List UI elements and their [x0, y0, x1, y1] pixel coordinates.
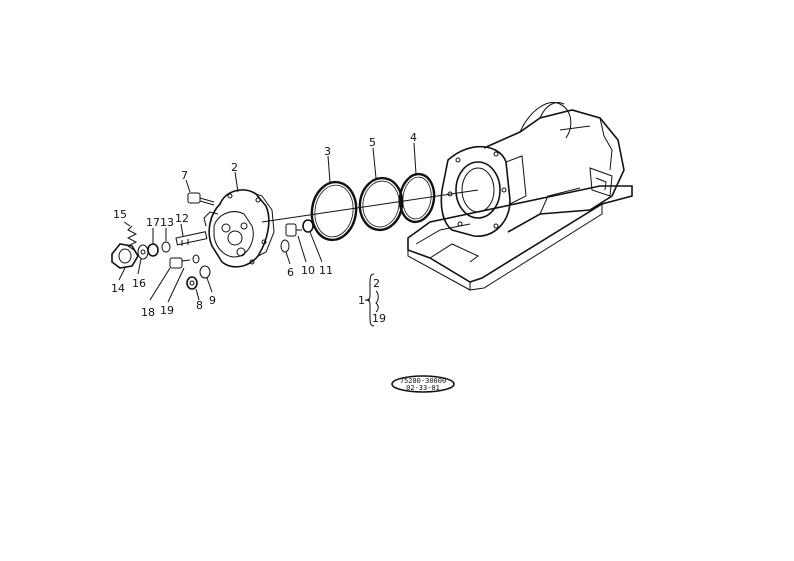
fitting-10 — [285, 223, 302, 237]
callout-4: 4 — [410, 131, 417, 144]
washer-17 — [147, 243, 159, 257]
callout-2: 2 — [231, 161, 238, 174]
callout-8: 8 — [196, 299, 203, 312]
callout-10: 10 — [301, 264, 315, 277]
callout-9: 9 — [209, 294, 216, 307]
callout-11: 11 — [319, 264, 333, 277]
o-ring-3 — [310, 180, 358, 242]
washer-16 — [137, 244, 149, 260]
reference-stamp: 75280-30000 02-33-01 — [391, 375, 455, 393]
washer-18 — [192, 254, 200, 264]
nut-8 — [186, 276, 198, 290]
assembly-label: 1 — [358, 294, 365, 307]
leader-lines — [118, 142, 417, 303]
callout-5: 5 — [369, 136, 376, 149]
assembly-axis-line — [261, 189, 479, 223]
callout-13: 13 — [160, 216, 174, 229]
callout-17: 17 — [146, 216, 160, 229]
pump-body — [203, 189, 275, 268]
plug-19 — [169, 257, 191, 269]
bolt-7 — [187, 192, 215, 206]
transmission-housing — [407, 102, 633, 291]
callout-labels: 2 3 5 4 7 15 17 13 12 14 16 18 19 8 9 6 … — [111, 131, 417, 319]
washer-11 — [302, 219, 314, 233]
assembly-last-item: 19 — [372, 312, 386, 325]
callout-6: 6 — [287, 266, 294, 279]
o-ring-5 — [358, 176, 404, 232]
reference-date: 02-33-01 — [406, 384, 440, 392]
assembly-first-item: 2 — [373, 277, 380, 290]
callout-14: 14 — [111, 282, 125, 295]
washer-9 — [199, 265, 211, 279]
seal-6 — [280, 239, 290, 253]
callout-12: 12 — [175, 212, 189, 225]
cap-14 — [111, 243, 139, 269]
callout-18: 18 — [141, 306, 155, 319]
callout-19: 19 — [160, 304, 174, 317]
plunger-12 — [175, 231, 208, 246]
callout-3: 3 — [324, 145, 331, 158]
o-ring-4 — [398, 172, 436, 224]
callout-7: 7 — [181, 169, 188, 182]
callout-16: 16 — [132, 277, 146, 290]
reference-number: 75280-30000 — [400, 377, 446, 385]
assembly-group-bracket: 1 2 19 — [358, 273, 386, 327]
callout-15: 15 — [113, 208, 127, 221]
ring-13 — [161, 241, 171, 253]
